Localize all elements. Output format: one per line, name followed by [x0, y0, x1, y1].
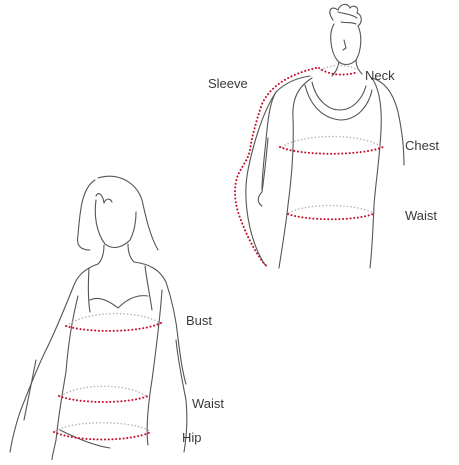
male-neck-back-line: [321, 66, 358, 71]
male-neck-label: Neck: [365, 68, 395, 83]
male-head-sketch: [330, 4, 361, 64]
male-sleeve-line: [235, 68, 316, 266]
female-hip-back-line: [56, 423, 150, 431]
male-chest-line: [280, 147, 383, 154]
male-waist-back-line: [289, 206, 373, 214]
female-bust-line: [66, 323, 161, 331]
female-waist-line: [59, 396, 148, 402]
male-waist-label: Waist: [405, 208, 437, 223]
female-bust-label: Bust: [186, 313, 212, 328]
male-neck-line: [319, 68, 358, 75]
female-hip-label: Hip: [182, 430, 202, 445]
female-waist-back-line: [61, 386, 146, 396]
female-face-sketch: [95, 200, 136, 264]
female-figure: [10, 176, 187, 460]
male-arm-sketch: [246, 92, 404, 266]
female-hair-sketch: [78, 176, 159, 250]
female-bust-back-line: [67, 314, 160, 326]
female-hip-line: [54, 432, 151, 440]
male-sleeve-label: Sleeve: [208, 76, 248, 91]
male-torso-sketch: [262, 76, 398, 268]
male-chest-back-line: [282, 136, 382, 147]
female-waist-label: Waist: [192, 396, 224, 411]
male-figure: [235, 4, 404, 268]
male-waist-line: [288, 214, 373, 219]
female-body-sketch: [10, 262, 187, 460]
male-chest-label: Chest: [405, 138, 439, 153]
